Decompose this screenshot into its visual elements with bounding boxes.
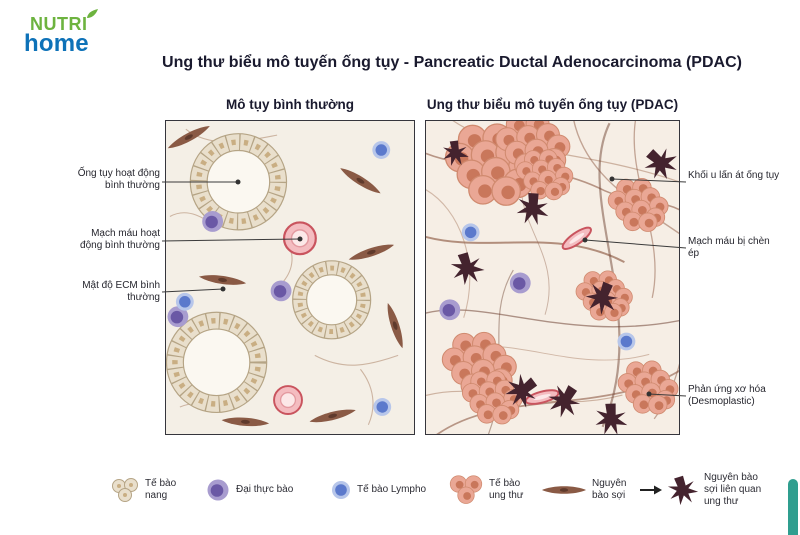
macrophage	[509, 272, 531, 294]
legend-item-macrophage: Đại thực bào	[205, 468, 293, 512]
legend-label: Nguyên bào sợi	[592, 478, 627, 501]
normal-tissue-illustration	[166, 122, 407, 428]
fibroblast	[338, 164, 383, 197]
legend-label: Tế bào nang	[145, 478, 177, 501]
lymphocyte-icon	[332, 481, 350, 499]
legend-label: Nguyên bào sợi liên quan ung thư	[704, 472, 762, 507]
logo-nutri-text: NUTRI	[30, 9, 98, 35]
legend-label: Tế bào Lympho	[357, 484, 427, 496]
tumor-cluster-main	[446, 121, 573, 205]
macrophage	[439, 299, 461, 321]
legend-item-lymphocyte: Tế bào Lympho	[330, 468, 426, 512]
cancer-cell-icon	[449, 475, 483, 504]
pdac-panel	[425, 120, 680, 435]
tumor-cluster	[608, 178, 668, 231]
caf-star	[450, 252, 485, 285]
fibroblast	[347, 240, 396, 264]
pdac-illustration	[426, 121, 679, 434]
normal-blood-vessel-2	[273, 385, 303, 415]
label-compressed-vessel: Mạch máu bị chèn ép	[688, 236, 770, 260]
legend-item-fibroblast: Nguyên bào sợi	[541, 468, 638, 512]
caf-star	[590, 399, 632, 434]
macrophage-icon	[207, 479, 229, 501]
lymphocyte	[372, 141, 391, 159]
tumor-cluster-bottom-left	[442, 332, 522, 424]
fibroblast	[308, 406, 357, 426]
fibroblast	[198, 272, 247, 288]
label-desmoplastic: Phản ứng xơ hóa (Desmoplastic)	[688, 384, 766, 408]
accent-bar	[788, 479, 798, 535]
left-panel-title: Mô tụy bình thường	[225, 97, 355, 112]
nutrihome-logo: NUTRI home	[24, 9, 98, 58]
acinar-cell-icon	[112, 478, 138, 502]
lymphocyte	[461, 223, 480, 242]
legend-item-cancer-cell: Tế bào ung thư	[448, 468, 533, 512]
normal-blood-vessel	[282, 221, 317, 256]
legend-label: Tế bào ung thư	[489, 478, 524, 501]
lymphocyte	[175, 292, 194, 311]
normal-tissue-panel	[165, 120, 415, 435]
label-normal-duct: Ống tụy hoạt động bình thường	[77, 168, 160, 192]
arrow-icon	[640, 485, 662, 495]
label-normal-vessel: Mạch máu hoạt động bình thường	[80, 228, 160, 252]
caf-icon	[667, 475, 699, 506]
fibroblast	[383, 301, 407, 350]
macrophage	[270, 280, 292, 302]
normal-duct-3	[166, 311, 268, 413]
right-panel-title: Ung thư biểu mô tuyến ống tụy (PDAC)	[426, 97, 679, 112]
fibroblast	[221, 416, 270, 428]
fibroblast-icon	[541, 486, 587, 494]
lymphocyte	[373, 398, 392, 416]
legend-label: Đại thực bào	[236, 484, 294, 496]
legend-item-caf: Nguyên bào sợi liên quan ung thư	[640, 468, 772, 512]
normal-duct-2	[292, 260, 372, 340]
macrophage	[202, 211, 224, 232]
page-title: Ung thư biểu mô tuyến ống tụy - Pancreat…	[162, 54, 742, 71]
tumor-cluster	[618, 361, 678, 414]
logo-home-text: home	[24, 30, 89, 57]
leaf-icon	[86, 9, 98, 18]
legend-item-acinar: Tế bào nang	[110, 468, 187, 512]
label-normal-ecm: Mật độ ECM bình thường	[82, 280, 160, 304]
label-tumor-mass: Khối u lấn át ống tụy	[688, 170, 780, 181]
lymphocyte	[617, 332, 636, 351]
